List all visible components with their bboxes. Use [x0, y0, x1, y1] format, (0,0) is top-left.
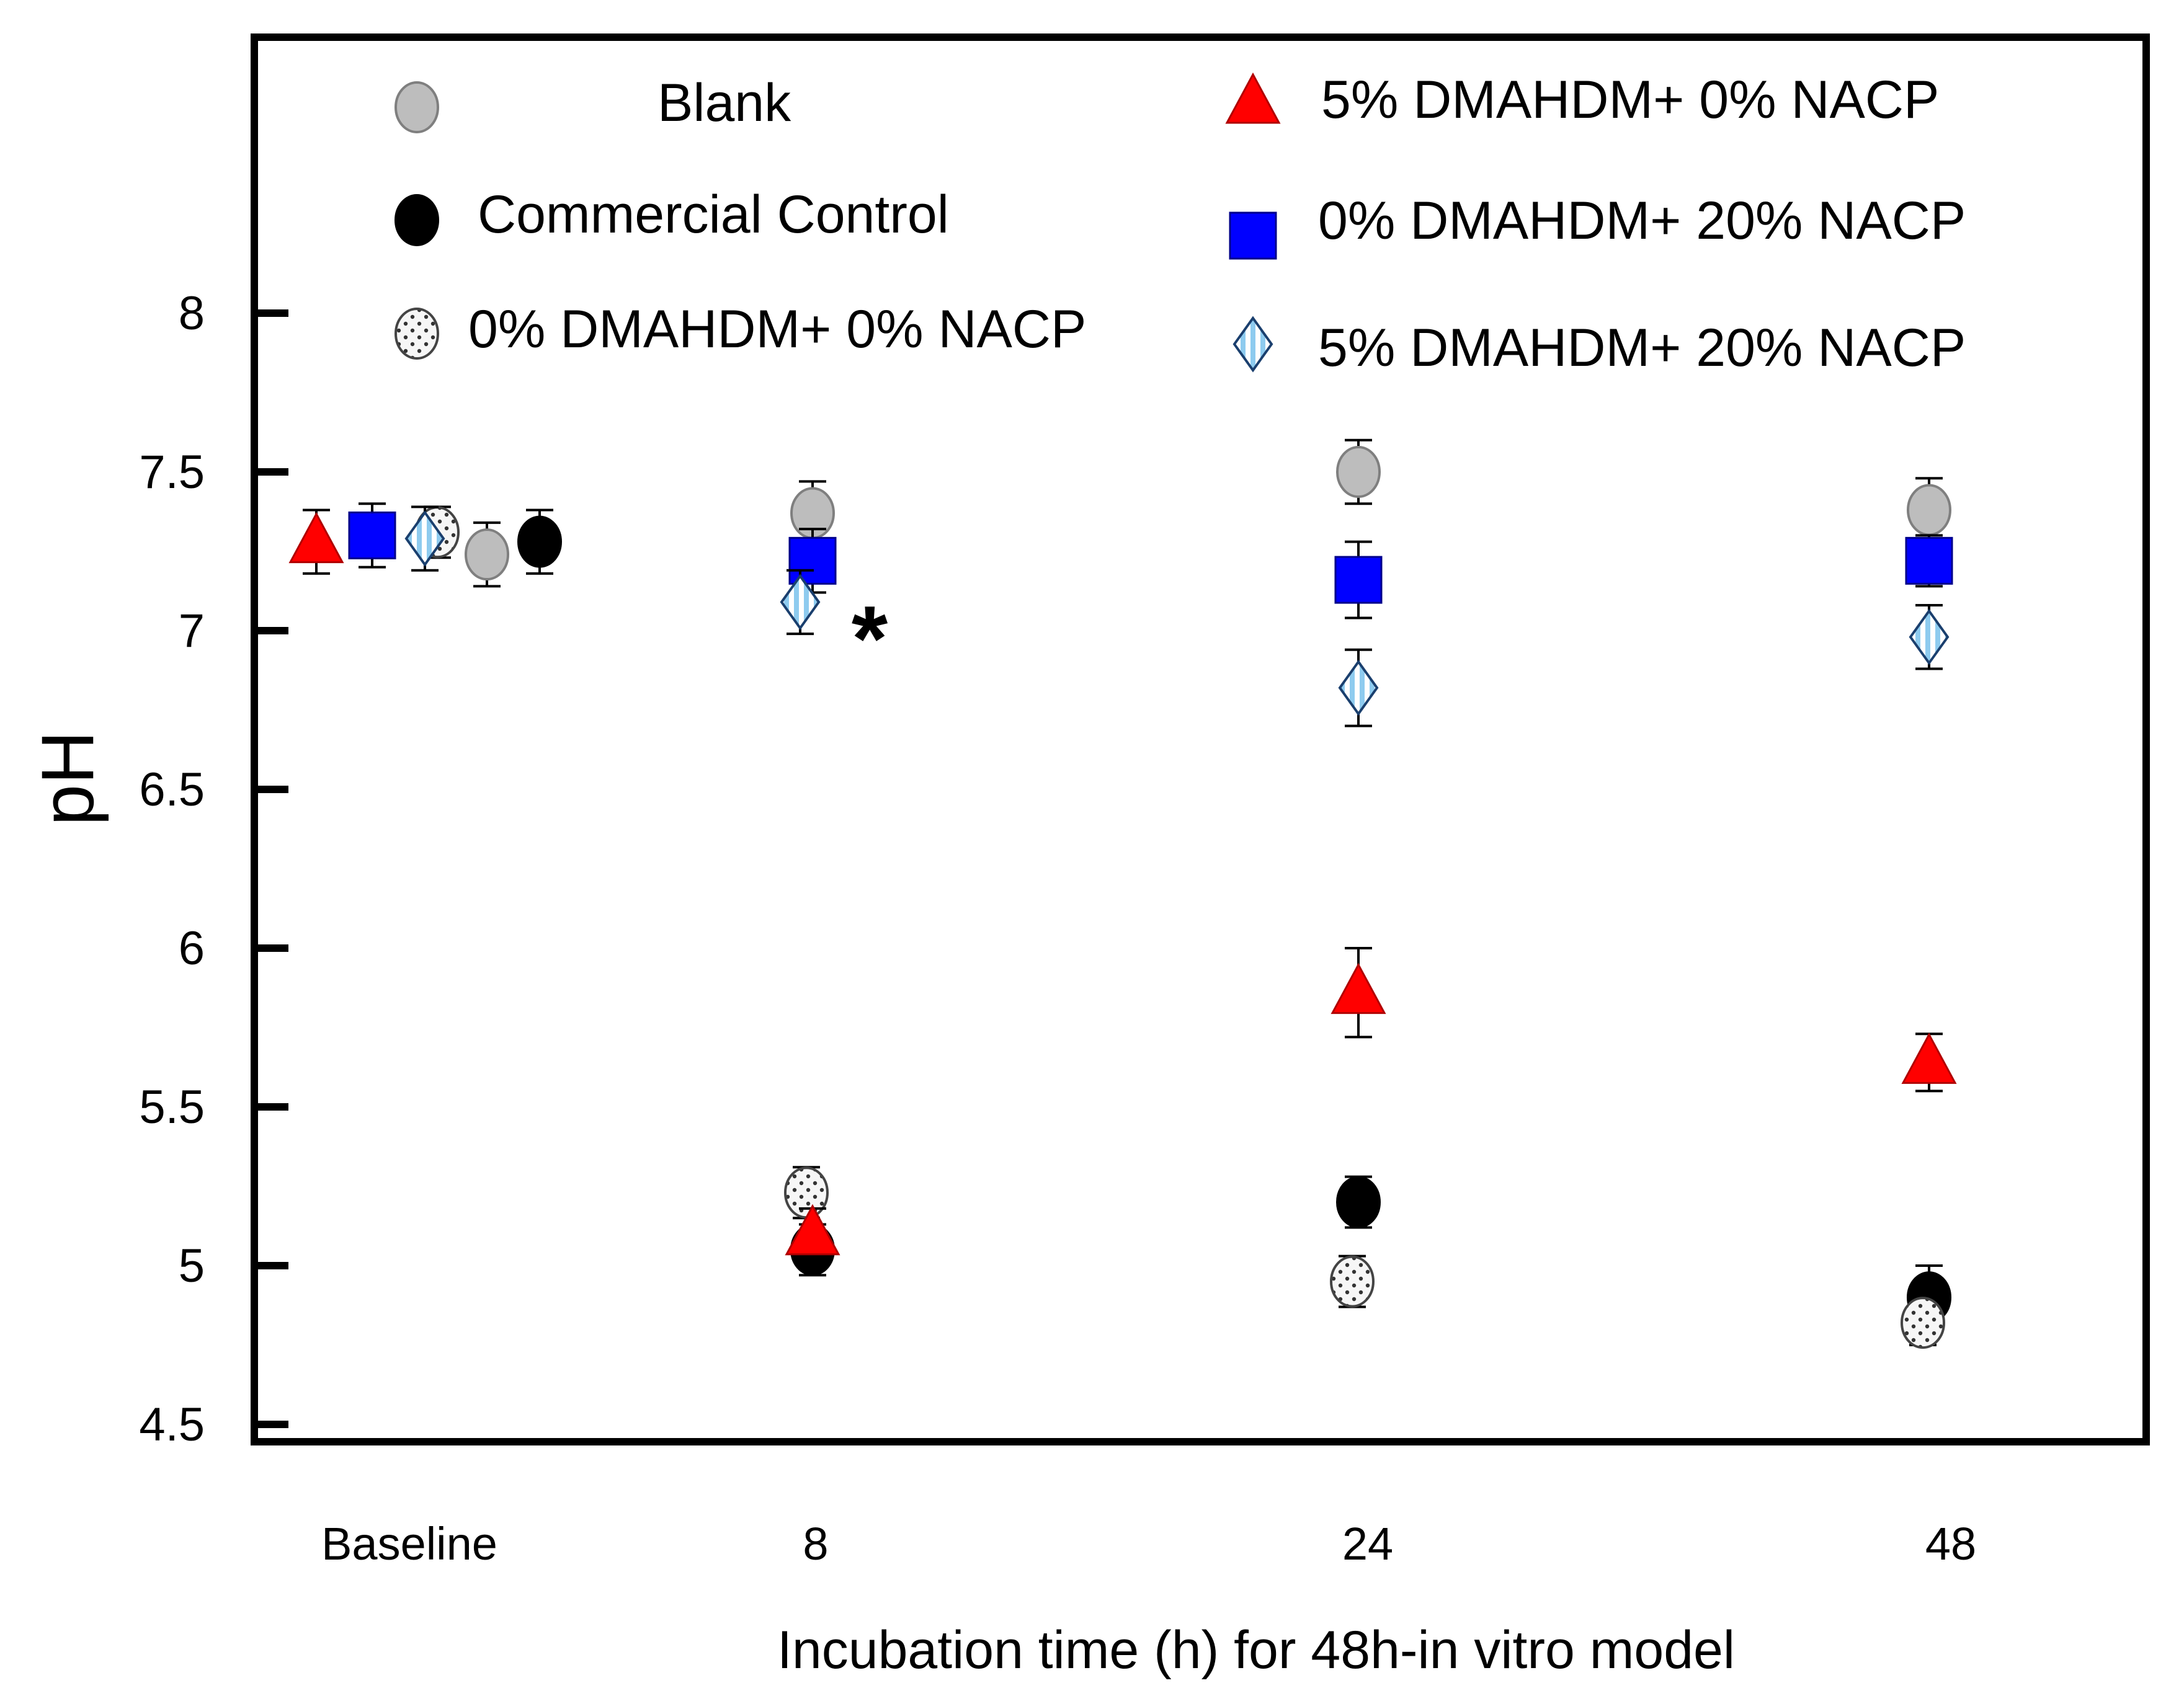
data-point: [1336, 446, 1381, 498]
data-point: [784, 1166, 829, 1219]
legend-label: Blank: [657, 73, 791, 133]
data-point: [404, 510, 445, 567]
series-4: [288, 508, 1957, 1261]
series-5: [348, 502, 1953, 619]
series-1: [465, 438, 1951, 588]
data-point: [1334, 556, 1383, 604]
y-tick-label: 4.5: [139, 1398, 205, 1451]
data-point: [1905, 536, 1953, 585]
y-tick-label: 6.5: [139, 763, 205, 816]
legend-item-1: Blank: [394, 73, 791, 133]
series-6: [404, 505, 1950, 727]
data-point: [1330, 962, 1386, 1014]
legend-label: Commercial Control: [478, 185, 949, 244]
y-tick-label: 5.5: [139, 1081, 205, 1134]
legend-item-4: 5% DMAHDM+ 0% NACP: [1225, 70, 1939, 130]
y-tick-label: 7.5: [139, 446, 205, 499]
legend-marker: [394, 81, 439, 133]
data-point: [1330, 1255, 1375, 1308]
x-axis-title: Incubation time (h) for 48h-in vitro mod…: [777, 1620, 1735, 1680]
legend-item-6: 5% DMAHDM+ 20% NACP: [1232, 316, 1966, 378]
legend-marker: [1225, 72, 1281, 124]
series-3: [415, 505, 1945, 1349]
legend-item-2: Commercial Control: [394, 185, 949, 246]
x-category-label: 48: [1925, 1518, 1976, 1569]
series-2: [517, 508, 1951, 1331]
data-point: [348, 511, 396, 559]
data-point: [1338, 659, 1379, 716]
data-point: [785, 1204, 840, 1256]
y-tick-label: 6: [179, 922, 205, 975]
legend-item-3: 0% DMAHDM+ 0% NACP: [394, 300, 1086, 360]
series-layer: [288, 438, 1957, 1349]
annotations: *: [852, 586, 888, 690]
x-category-label: 24: [1342, 1518, 1393, 1569]
legend-label: 5% DMAHDM+ 20% NACP: [1318, 318, 1966, 378]
legend-marker: [1232, 316, 1273, 373]
y-tick-label: 8: [179, 287, 205, 340]
legend-label: 5% DMAHDM+ 0% NACP: [1321, 70, 1939, 130]
x-axis: Baseline 8 24 48: [321, 1518, 1976, 1569]
y-axis: 4.5 5 5.5 6 6.5 7 7.5 8: [139, 287, 288, 1451]
legend-label: 0% DMAHDM+ 20% NACP: [1318, 191, 1966, 251]
plot-frame: [251, 33, 2150, 1445]
data-point: [517, 515, 562, 568]
legend-label: 0% DMAHDM+ 0% NACP: [468, 300, 1086, 359]
y-axis-title: pH: [26, 730, 109, 825]
data-point: [1336, 1176, 1381, 1228]
y-tick-label: 7: [179, 605, 205, 657]
legend-marker: [1229, 211, 1277, 260]
data-point: [788, 536, 837, 585]
data-point: [465, 528, 509, 581]
legend-marker: [394, 194, 439, 246]
data-point: [288, 512, 344, 564]
x-category-label: 8: [803, 1518, 828, 1569]
data-point: [1901, 1297, 1945, 1349]
y-tick-label: 5: [179, 1240, 205, 1292]
x-category-label: Baseline: [321, 1518, 497, 1569]
data-point: [1901, 1032, 1957, 1084]
legend-item-5: 0% DMAHDM+ 20% NACP: [1229, 191, 1966, 260]
significance-marker: *: [852, 586, 888, 690]
data-point: [1909, 608, 1950, 665]
data-point: [1907, 484, 1951, 536]
legend-marker: [394, 308, 439, 360]
data-point: [780, 574, 821, 631]
